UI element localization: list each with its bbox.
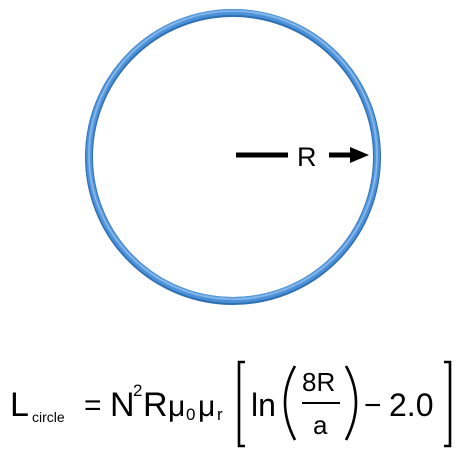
inductance-formula: L circle = N 2 R μ 0 μ r ln 8R a − 2.0: [10, 360, 452, 448]
left-bracket: [237, 360, 245, 448]
ring-highlight: [88, 10, 378, 300]
formula-R: R: [143, 386, 168, 424]
formula-minus: −: [364, 389, 382, 422]
formula-mu0: μ: [168, 390, 185, 423]
radius-arrowhead: [350, 147, 369, 163]
left-paren: [283, 365, 297, 441]
radius-indicator: R: [236, 142, 369, 172]
formula-L-subscript: circle: [32, 409, 65, 425]
formula-ln: ln: [251, 387, 276, 423]
formula-mur-subscript: r: [217, 405, 223, 424]
formula-constant: 2.0: [389, 387, 433, 423]
coil-ring: [85, 9, 381, 305]
formula-L: L: [10, 386, 29, 424]
right-bracket: [444, 360, 452, 448]
formula-mur: μ: [198, 390, 215, 423]
formula-N: N: [110, 386, 135, 424]
formula-mu0-subscript: 0: [186, 405, 195, 424]
formula-equals: =: [84, 389, 102, 422]
radius-label: R: [297, 142, 317, 172]
formula-N-exponent: 2: [133, 381, 142, 400]
formula-numerator: 8R: [302, 367, 335, 397]
right-paren: [344, 365, 358, 441]
formula-denominator: a: [313, 410, 328, 440]
